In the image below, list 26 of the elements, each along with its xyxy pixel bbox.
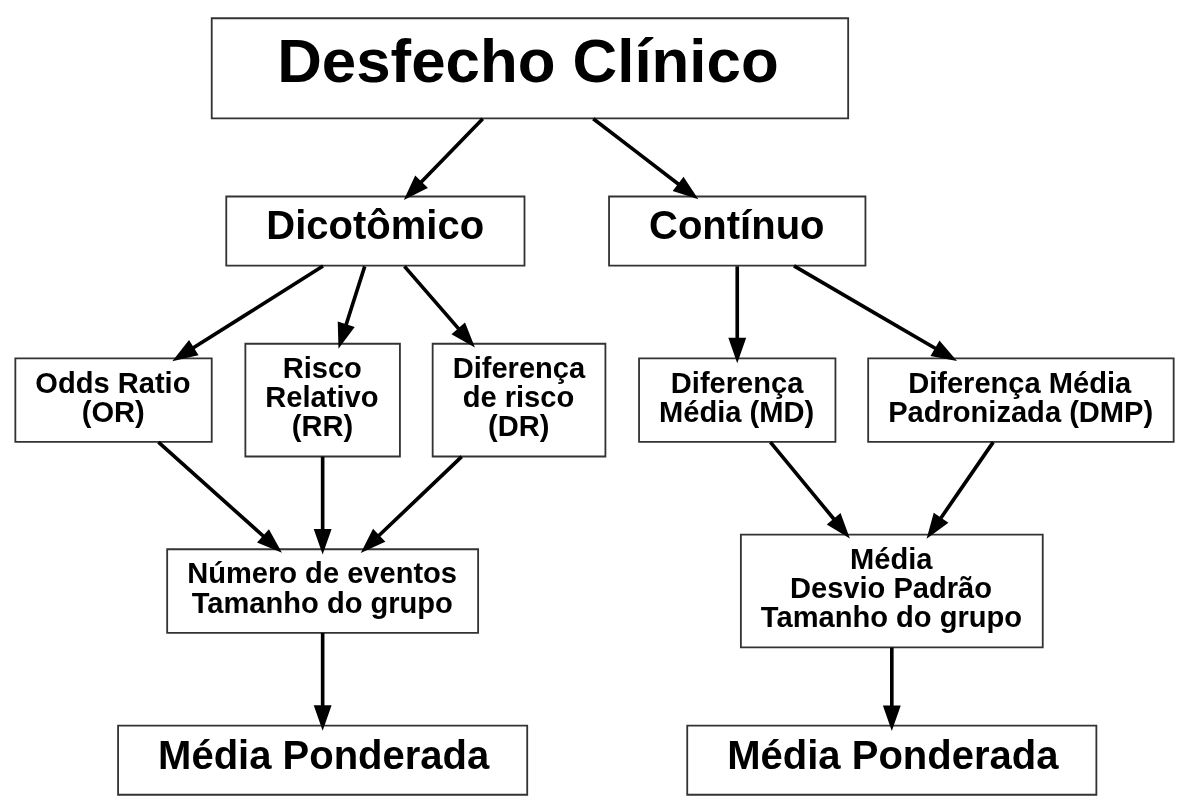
arrow (728, 265, 747, 363)
arrow (403, 264, 475, 348)
node-box: Diferença Média (MD) (638, 356, 837, 443)
node-box: Média Ponderada (686, 724, 1098, 796)
node-box: Média Desvio Padrão Tamanho do grupo (739, 533, 1044, 648)
arrow (360, 454, 463, 553)
arrow (793, 263, 958, 361)
node-box: Dicotômico (225, 195, 526, 266)
node-box: Diferença Média Padronizada (DMP) (867, 356, 1175, 443)
node-box: Desfecho Clínico (210, 16, 850, 119)
arrow (172, 263, 324, 361)
node-box: Odds Ratio (OR) (14, 356, 213, 443)
node-box: Média Ponderada (117, 724, 529, 796)
arrow (337, 265, 367, 349)
arrow (157, 440, 282, 553)
node-box: Risco Relativo (RR) (244, 342, 401, 457)
node-box: Contínuo (608, 195, 867, 266)
arrow (769, 440, 850, 538)
arrow (882, 647, 901, 731)
arrow (313, 632, 332, 731)
arrow (592, 116, 699, 199)
arrow (926, 440, 995, 539)
node-box: Número de eventos Tamanho do grupo (166, 547, 480, 634)
arrow (313, 456, 332, 555)
arrow (403, 116, 485, 200)
node-box: Diferença de risco (DR) (431, 342, 607, 457)
